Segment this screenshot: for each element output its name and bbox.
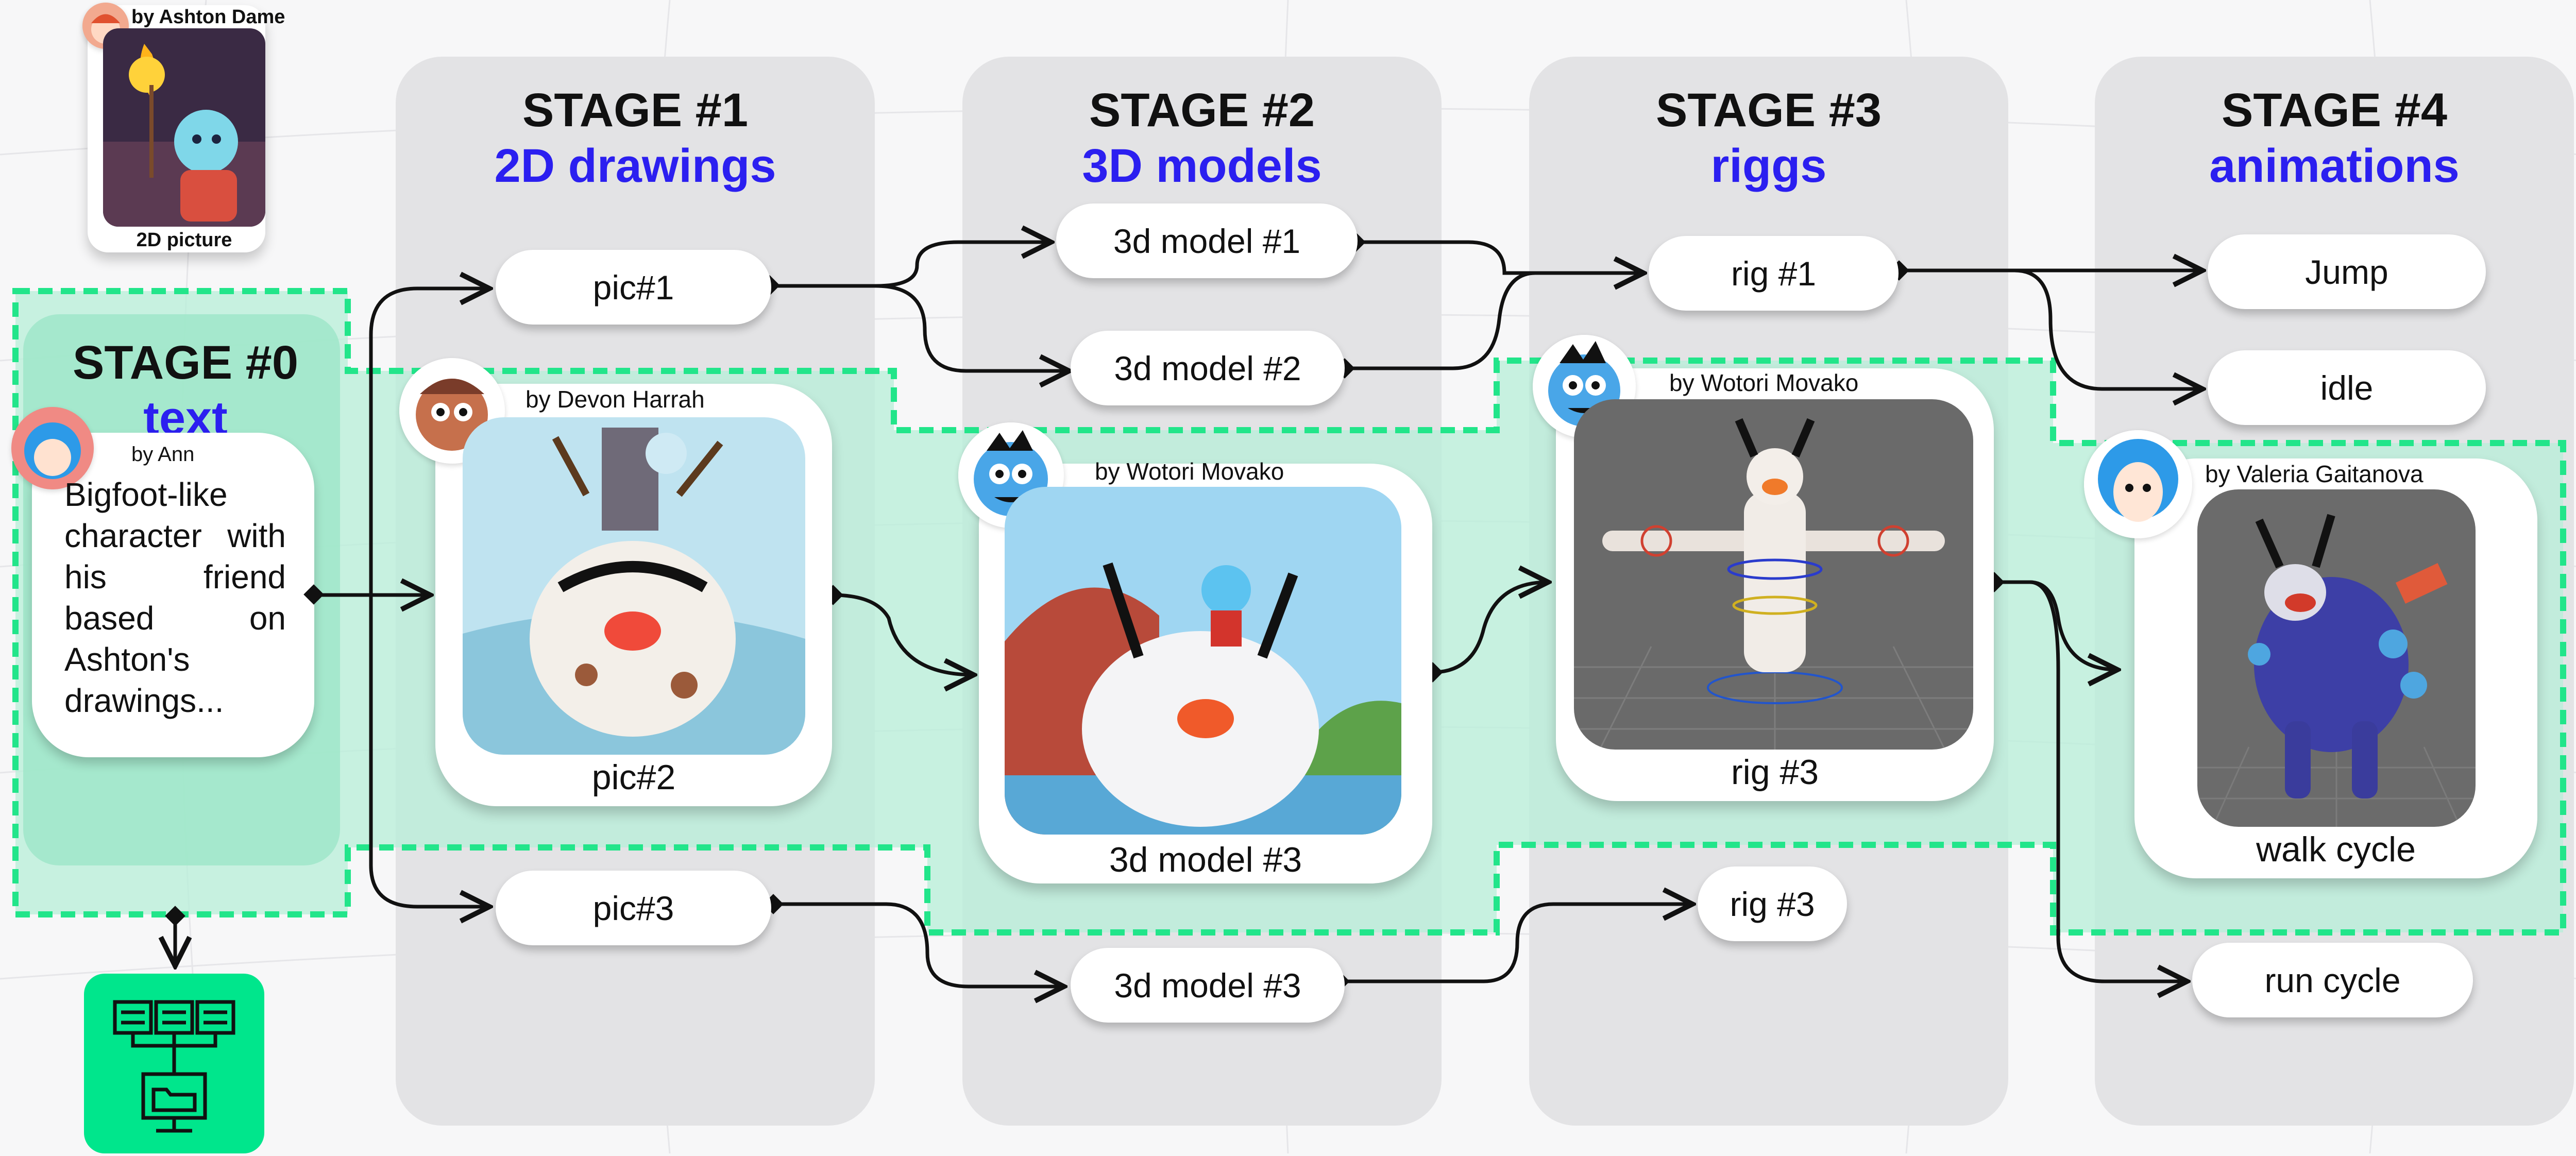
prompt-text: Bigfoot-like character with his friend b… [64, 476, 286, 719]
3d-model-3-label: 3d model #3 [1109, 840, 1302, 879]
3d-model-2-node[interactable]: 3d model #2 [1071, 331, 1345, 405]
pic2-image[interactable] [463, 417, 805, 755]
rig-3b-node[interactable]: rig #3 [1698, 866, 1847, 941]
reference-author: by Ashton Dame [131, 6, 285, 28]
pic2-author: by Devon Harrah [526, 386, 705, 413]
3d-model-3-author: by Wotori Movako [1095, 458, 1284, 485]
reference-caption: 2D picture [136, 229, 232, 251]
prompt-author: by Ann [131, 443, 195, 466]
prompt-card[interactable] [32, 433, 314, 757]
run-cycle-node[interactable]: run cycle [2192, 943, 2473, 1017]
documents-to-folder-icon [113, 1000, 235, 1133]
jump-node[interactable]: Jump [2208, 234, 2486, 309]
walk-cycle-author: by Valeria Gaitanova [2205, 461, 2424, 487]
rig-3-image[interactable] [1574, 399, 1973, 750]
rig-3-label: rig #3 [1731, 753, 1819, 792]
3d-model-3b-node[interactable]: 3d model #3 [1071, 948, 1345, 1023]
pic3-node[interactable]: pic#3 [496, 871, 771, 945]
pic2-label: pic#2 [591, 758, 676, 797]
export-button[interactable] [84, 974, 264, 1153]
pic1-node[interactable]: pic#1 [496, 250, 771, 325]
rig-3-author: by Wotori Movako [1669, 369, 1859, 396]
walk-cycle-label: walk cycle [2256, 830, 2416, 869]
3d-model-1-node[interactable]: 3d model #1 [1056, 203, 1358, 278]
rig-1-node[interactable]: rig #1 [1649, 236, 1899, 311]
3d-model-3-image[interactable] [1005, 487, 1401, 835]
reference-image[interactable] [103, 28, 265, 227]
idle-node[interactable]: idle [2208, 350, 2486, 425]
walk-cycle-image[interactable] [2197, 489, 2476, 827]
ann-avatar [11, 407, 94, 489]
valeria-avatar [2084, 430, 2192, 538]
